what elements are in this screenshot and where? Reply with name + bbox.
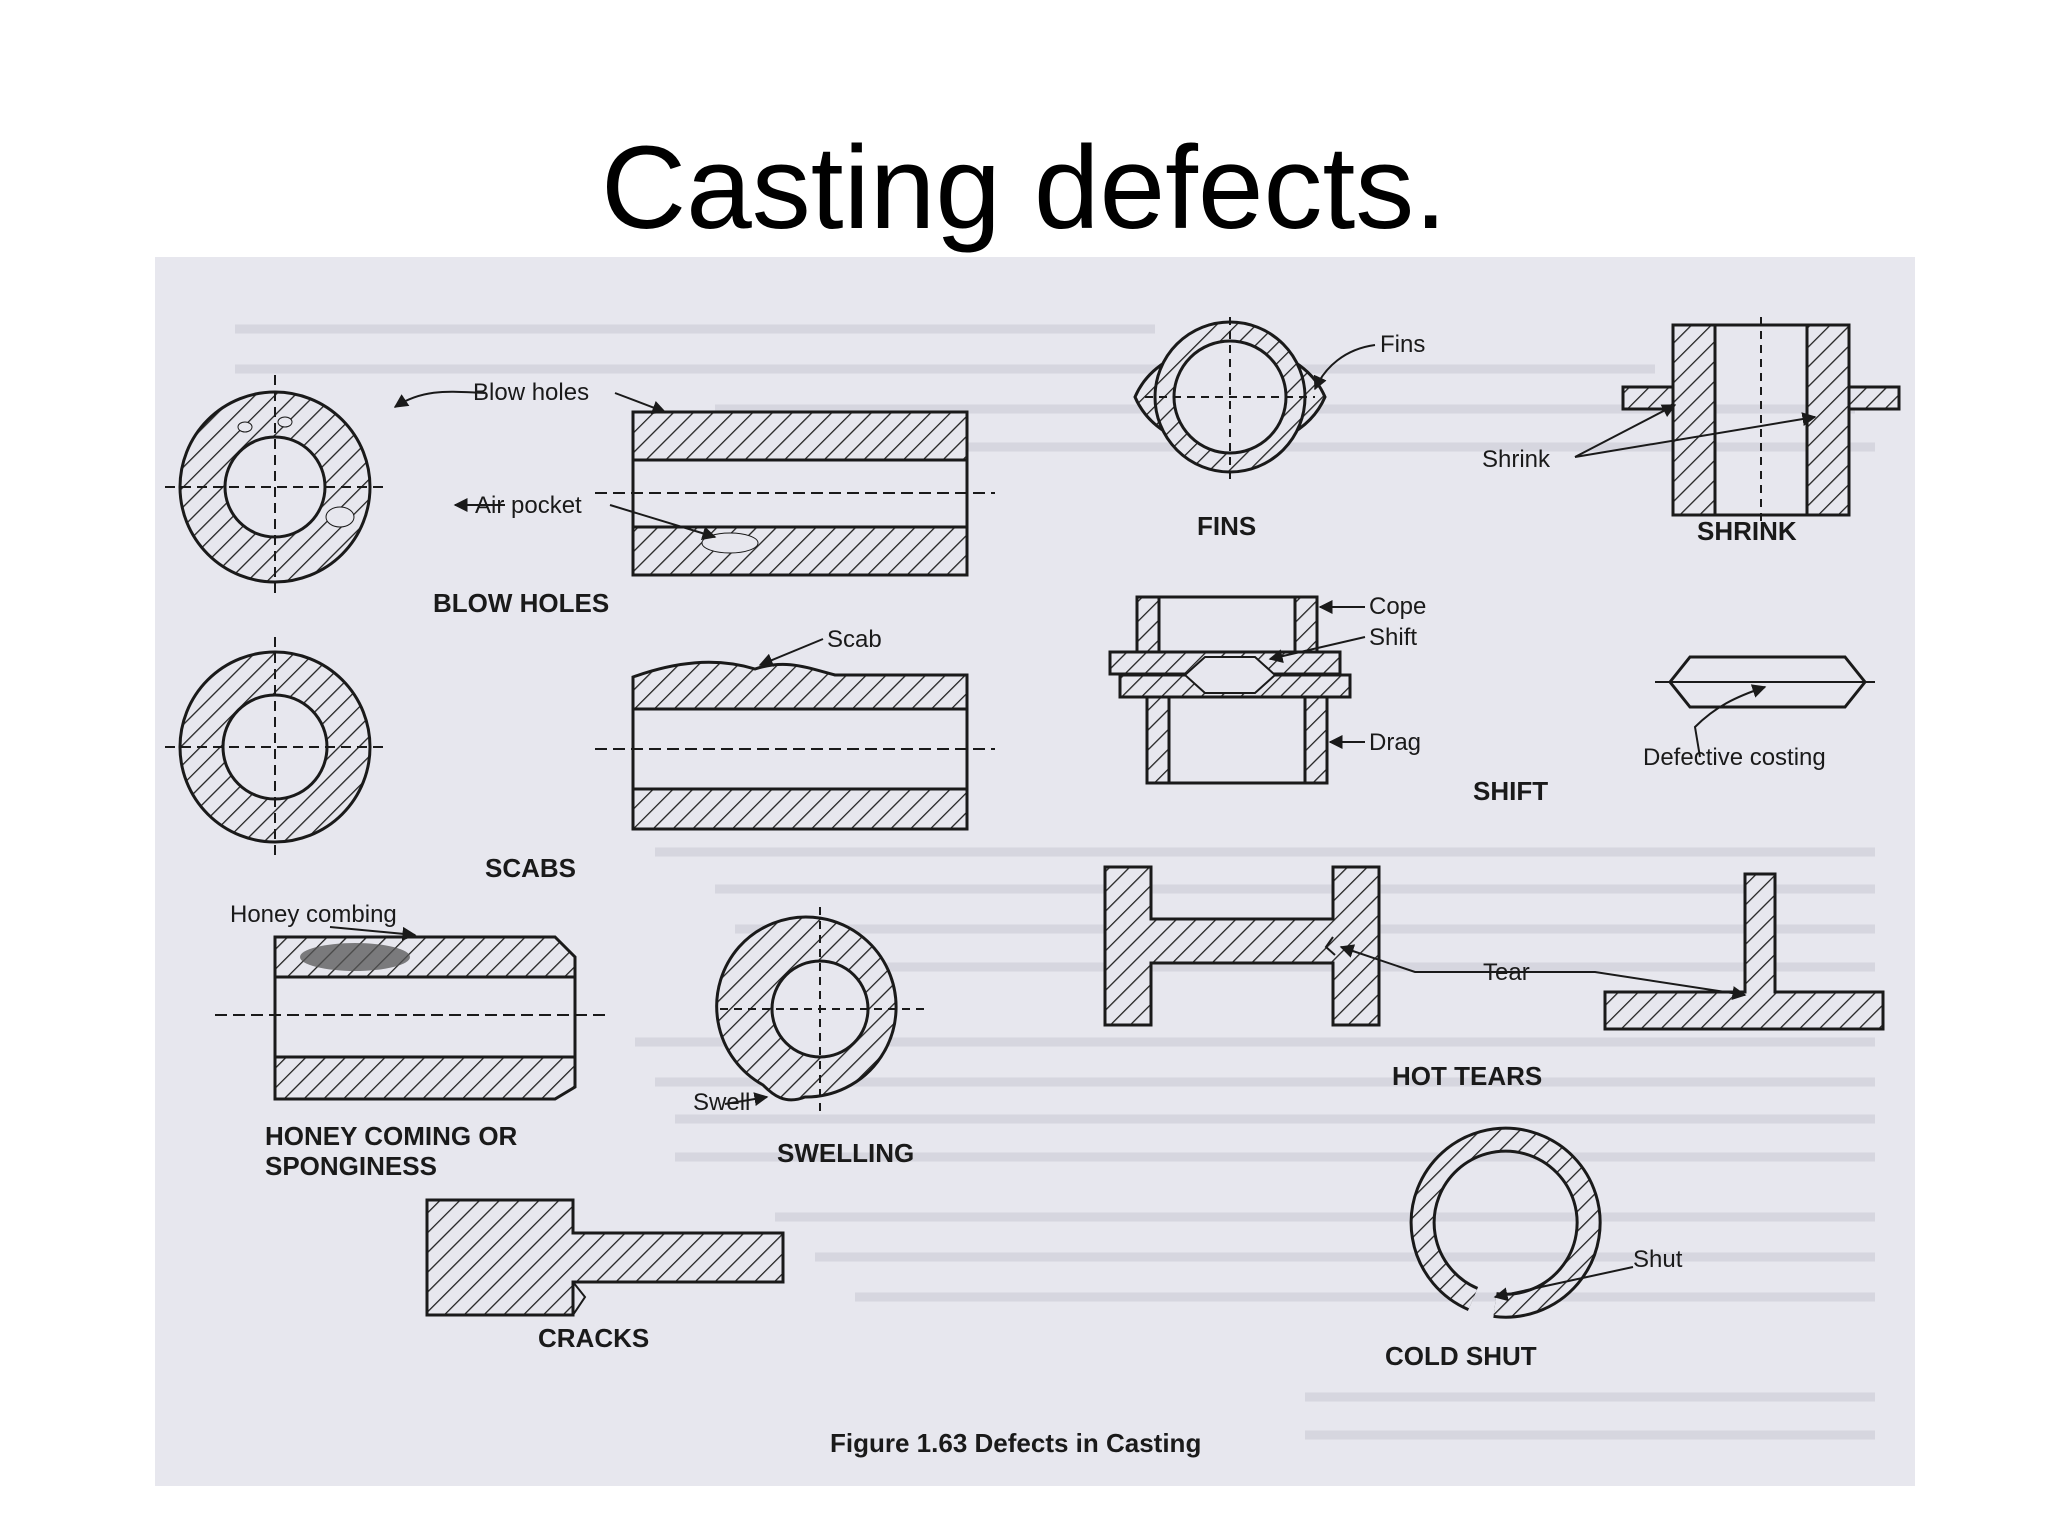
label-shrink: Shrink [1482, 446, 1551, 473]
caption-fins: FINS [1197, 511, 1256, 541]
caption-cracks: CRACKS [538, 1323, 649, 1353]
shrink-diagram [1574, 317, 1901, 525]
blow-holes-diagram [165, 375, 995, 599]
label-fins: Fins [1380, 331, 1425, 358]
slide-title: Casting defects. [600, 122, 1448, 254]
background-scan-lines [235, 324, 1875, 1440]
caption-shrink: SHRINK [1697, 516, 1797, 546]
hot-tears-diagram [1103, 865, 1885, 1031]
label-tear: Tear [1483, 959, 1530, 986]
label-shift: Shift [1369, 624, 1417, 651]
caption-blow-holes: BLOW HOLES [433, 588, 609, 618]
caption-honey-line1: HONEY COMING OR [265, 1121, 518, 1151]
cracks-diagram [425, 1198, 785, 1317]
label-blow-holes: Blow holes [473, 379, 589, 406]
caption-hot-tears: HOT TEARS [1392, 1061, 1542, 1091]
caption-swelling: SWELLING [777, 1138, 914, 1168]
swelling-diagram [715, 907, 925, 1117]
caption-scabs: SCABS [485, 853, 576, 883]
label-air-pocket: Air pocket [475, 492, 582, 519]
shift-diagram [1108, 595, 1875, 785]
caption-cold-shut: COLD SHUT [1385, 1341, 1537, 1371]
caption-shift: SHIFT [1473, 776, 1548, 806]
honey-combing-diagram [215, 926, 605, 1101]
fins-diagram [1133, 317, 1376, 482]
label-shut: Shut [1633, 1246, 1683, 1273]
label-drag: Drag [1369, 729, 1421, 756]
label-cope: Cope [1369, 593, 1426, 620]
label-swell: Swell [693, 1089, 750, 1116]
label-honey-combing: Honey combing [230, 901, 397, 928]
figure-caption: Figure 1.63 Defects in Casting [830, 1428, 1201, 1458]
cold-shut-diagram [1409, 1126, 1634, 1319]
scanned-figure: Blow holes Air pocket BLOW HOLES Fins FI… [155, 257, 1915, 1486]
label-defective-costing: Defective costing [1643, 744, 1826, 771]
scabs-diagram [165, 637, 995, 857]
label-scab: Scab [827, 626, 882, 653]
figure-diagram: Blow holes Air pocket BLOW HOLES Fins FI… [165, 317, 1901, 1458]
caption-honey-line2: SPONGINESS [265, 1151, 437, 1181]
